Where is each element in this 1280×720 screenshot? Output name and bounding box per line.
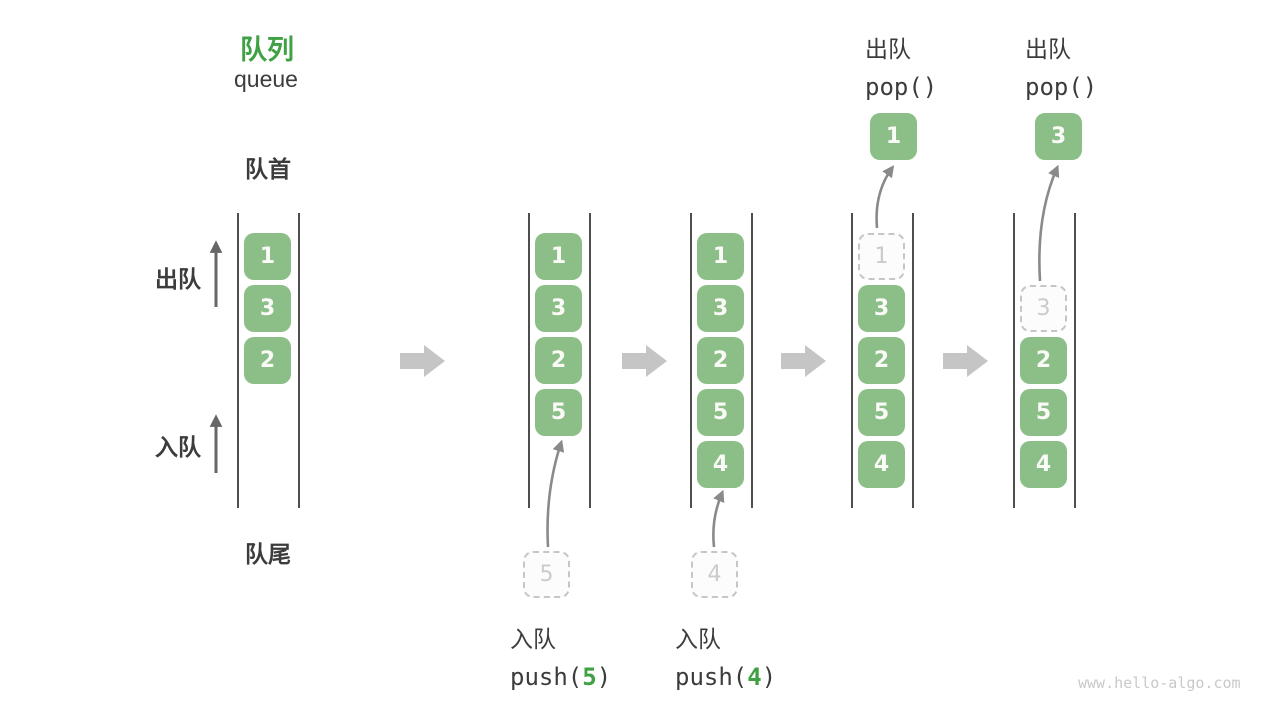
queue-cell: 4 — [697, 441, 744, 488]
code-arg: 4 — [747, 663, 762, 691]
enqueue-side-label: 入队 — [155, 434, 201, 460]
transition-arrow-icon — [781, 345, 826, 377]
queue-rail-left — [1013, 213, 1015, 508]
staged-cell: 5 — [523, 551, 570, 598]
dequeue-caption: 出队 pop() — [1025, 30, 1097, 101]
queue-cell: 5 — [535, 389, 582, 436]
queue-rail-left — [690, 213, 692, 508]
push-arrow — [546, 439, 565, 548]
code-text: ) — [596, 663, 612, 691]
queue-cell: 3 — [244, 285, 291, 332]
queue-cell: 2 — [1020, 337, 1067, 384]
transition-arrow-icon — [943, 345, 988, 377]
queue-rail-left — [528, 213, 530, 508]
enqueue-caption-title: 入队 — [510, 626, 556, 652]
diagram-title-zh: 队列 — [240, 35, 294, 65]
code-arg: 5 — [582, 663, 597, 691]
dequeue-caption: 出队 pop() — [865, 30, 937, 101]
queue-cell: 3 — [535, 285, 582, 332]
queue-front-label: 队首 — [245, 156, 291, 182]
dequeue-caption-title: 出队 — [1025, 36, 1071, 62]
watermark: www.hello-algo.com — [1078, 674, 1241, 692]
dequeue-caption-code: pop() — [865, 73, 938, 101]
queue-cell: 1 — [535, 233, 582, 280]
enqueue-caption-code: push(5) — [510, 663, 611, 691]
queue-cell: 5 — [858, 389, 905, 436]
queue-rail-right — [298, 213, 300, 508]
queue-rail-right — [589, 213, 591, 508]
queue-cell: 4 — [1020, 441, 1067, 488]
queue-rail-right — [912, 213, 914, 508]
queue-cell: 1 — [244, 233, 291, 280]
queue-rail-right — [751, 213, 753, 508]
transition-arrow-icon — [400, 345, 445, 377]
popped-cell: 1 — [870, 113, 917, 160]
queue-cell: 4 — [858, 441, 905, 488]
enqueue-caption: 入队 push(4) — [675, 620, 776, 691]
queue-cell-ghost: 3 — [1020, 285, 1067, 332]
queue-cell: 5 — [697, 389, 744, 436]
enqueue-caption-code: push(4) — [675, 663, 776, 691]
queue-rail-left — [237, 213, 239, 508]
queue-cell: 2 — [858, 337, 905, 384]
code-text: push( — [510, 663, 583, 691]
dequeue-caption-title: 出队 — [865, 36, 911, 62]
queue-cell: 2 — [697, 337, 744, 384]
pop-arrow — [875, 165, 895, 229]
transition-arrow-icon — [622, 345, 667, 377]
enqueue-caption-title: 入队 — [675, 626, 721, 652]
dequeue-caption-code: pop() — [1025, 73, 1098, 101]
queue-cell: 5 — [1020, 389, 1067, 436]
queue-rail-right — [1074, 213, 1076, 508]
code-text: push( — [675, 663, 748, 691]
queue-rail-left — [851, 213, 853, 508]
queue-cell: 3 — [697, 285, 744, 332]
staged-cell: 4 — [691, 551, 738, 598]
popped-cell: 3 — [1035, 113, 1082, 160]
queue-cell: 2 — [535, 337, 582, 384]
enqueue-caption: 入队 push(5) — [510, 620, 611, 691]
push-arrow — [712, 489, 725, 548]
queue-rear-label: 队尾 — [245, 541, 291, 567]
dequeue-side-label: 出队 — [155, 266, 201, 292]
diagram-title-en: queue — [234, 66, 298, 92]
queue-cell: 3 — [858, 285, 905, 332]
queue-cell: 2 — [244, 337, 291, 384]
pop-arrow — [1038, 164, 1060, 282]
queue-cell-ghost: 1 — [858, 233, 905, 280]
code-text: ) — [761, 663, 777, 691]
queue-cell: 1 — [697, 233, 744, 280]
